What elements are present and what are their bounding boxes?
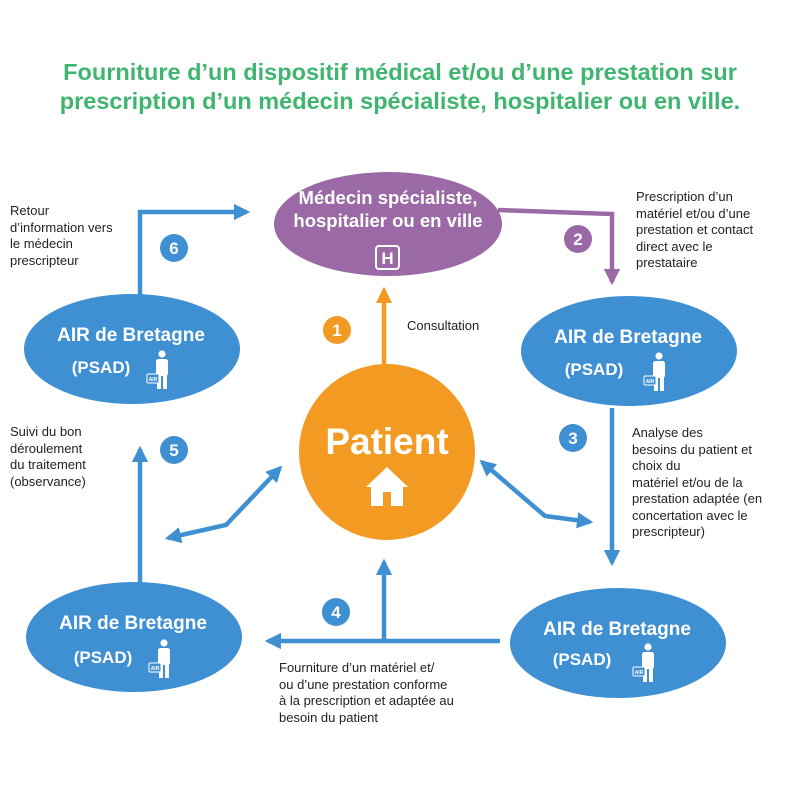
psad-node-bottom-right — [510, 588, 726, 698]
step-number-6: 6 — [169, 239, 178, 258]
step-badge-1 — [323, 316, 351, 344]
step-badge-5 — [160, 436, 188, 464]
psad-node-bottom-left — [26, 582, 242, 692]
step-6-line: prescripteur — [10, 252, 79, 268]
psad-node-top-right — [521, 296, 737, 406]
step-3-line: prestation adaptée (en — [632, 491, 763, 506]
air-case-label: AIR — [646, 379, 655, 385]
step-6-text: Retour d’information vers le médecin pre… — [10, 203, 113, 269]
step-number-5: 5 — [169, 441, 178, 460]
person-with-case-icon: AIR — [146, 350, 168, 389]
hospital-icon: H — [375, 245, 400, 270]
step-5-text: Suivi du bon déroulement du traitement (… — [10, 424, 86, 490]
step-2-line: prestataire — [636, 255, 698, 270]
psad-sub-bottom-left: (PSAD) — [73, 648, 133, 667]
patient-label: Patient — [325, 421, 449, 462]
step-number-4: 4 — [331, 603, 341, 622]
step-2-line: Prescription d’un — [636, 189, 733, 204]
psad-name: AIR de Bretagne — [59, 613, 207, 634]
arrow-patient-left-exchange — [164, 465, 283, 544]
person-with-case-icon: AIR — [632, 643, 654, 682]
psad-label-top-left: AIR de Bretagne — [46, 324, 216, 348]
doctor-label: Médecin spécialiste, hospitalier ou en v… — [278, 186, 498, 232]
psad-name: AIR de Bretagne — [543, 619, 691, 640]
step-3-line: Analyse des — [632, 425, 703, 440]
person-with-case-icon: AIR — [643, 352, 665, 391]
step-3-text: Analyse des besoins du patient et choix … — [632, 425, 762, 541]
hospital-icon-letter: H — [381, 249, 393, 268]
doctor-node — [274, 172, 502, 276]
psad-node-top-left — [24, 294, 240, 404]
step-6-line: le médecin — [10, 236, 73, 251]
psad-label-bottom-left: AIR de Bretagne — [48, 612, 218, 636]
arrow-step-2 — [497, 207, 621, 286]
step-badge-3 — [559, 424, 587, 452]
step-number-1: 1 — [332, 321, 341, 340]
page-title: Fourniture d’un dispositif médical et/ou… — [59, 59, 741, 114]
psad-label-top-right: AIR de Bretagne — [543, 326, 713, 350]
step-4-line: à la prescription et adaptée au — [279, 693, 454, 708]
step-3-line: choix du — [632, 458, 681, 473]
psad-sub-bottom-right: (PSAD) — [552, 650, 612, 669]
step-4-line: Fourniture d’un matériel et/ — [279, 660, 435, 675]
patient-node — [299, 364, 475, 540]
step-5-line: du traitement — [10, 457, 86, 472]
step-3-line: concertation avec le — [632, 507, 748, 523]
air-case-label: AIR — [151, 666, 160, 672]
step-3-line: matériel et/ou de la — [632, 474, 743, 490]
air-case-label: AIR — [149, 377, 158, 383]
step-2-line: direct avec le — [636, 238, 713, 254]
arrow-patient-right-exchange — [479, 459, 594, 529]
step-2-line: matériel et/ou d’une — [636, 205, 751, 221]
step-6-line: Retour — [10, 203, 50, 218]
step-1-text: Consultation — [407, 318, 480, 333]
house-icon — [366, 467, 408, 506]
step-badge-4 — [322, 598, 350, 626]
step-badge-2 — [564, 225, 592, 253]
doctor-label-line2: hospitalier ou en ville — [293, 210, 483, 231]
step-2-line: prestation et contact — [636, 222, 754, 237]
step-3-line: prescripteur) — [632, 524, 705, 539]
air-case-label: AIR — [635, 670, 644, 676]
step-4-text: Fourniture d’un matériel et/ ou d’une pr… — [279, 660, 454, 726]
doctor-label-line1: Médecin spécialiste, — [298, 187, 478, 208]
step-4-line: besoin du patient — [279, 709, 379, 725]
step-5-line: (observance) — [10, 473, 86, 489]
step-3-line: besoins du patient et — [632, 441, 752, 457]
step-5-line: déroulement — [10, 440, 83, 456]
step-badge-6 — [160, 234, 188, 262]
step-number-3: 3 — [568, 429, 577, 448]
step-6-line: d’information vers — [10, 219, 113, 235]
psad-name: AIR de Bretagne — [57, 325, 205, 346]
psad-name: AIR de Bretagne — [554, 327, 702, 348]
step-4-line: ou d’une prestation conforme — [279, 676, 448, 692]
arrow-step-6 — [137, 203, 251, 302]
step-2-text: Prescription d’un matériel et/ou d’une p… — [636, 189, 753, 272]
step-5-line: Suivi du bon — [10, 424, 82, 439]
psad-sub-top-right: (PSAD) — [564, 360, 624, 379]
psad-sub-top-left: (PSAD) — [71, 358, 131, 377]
step-number-2: 2 — [573, 230, 582, 249]
psad-label-bottom-right: AIR de Bretagne — [532, 618, 702, 642]
person-with-case-icon: AIR — [148, 639, 170, 678]
